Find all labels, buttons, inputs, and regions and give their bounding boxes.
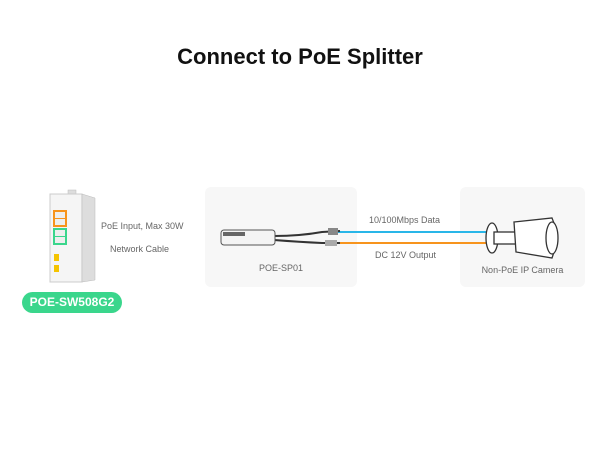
- switch-model-badge: POE-SW508G2: [22, 292, 122, 313]
- camera-icon: [485, 217, 559, 259]
- splitter-device-icon: [220, 228, 341, 246]
- cable-in-top-label: PoE Input, Max 30W: [101, 221, 184, 231]
- page-title: Connect to PoE Splitter: [177, 44, 423, 69]
- power-output-label: DC 12V Output: [375, 250, 437, 260]
- switch-device-icon: [49, 189, 96, 283]
- data-output-label: 10/100Mbps Data: [369, 215, 441, 225]
- splitter-label: POE-SP01: [258, 263, 304, 273]
- cable-in-bottom-label: Network Cable: [110, 244, 170, 254]
- camera-label: Non-PoE IP Camera: [481, 265, 564, 275]
